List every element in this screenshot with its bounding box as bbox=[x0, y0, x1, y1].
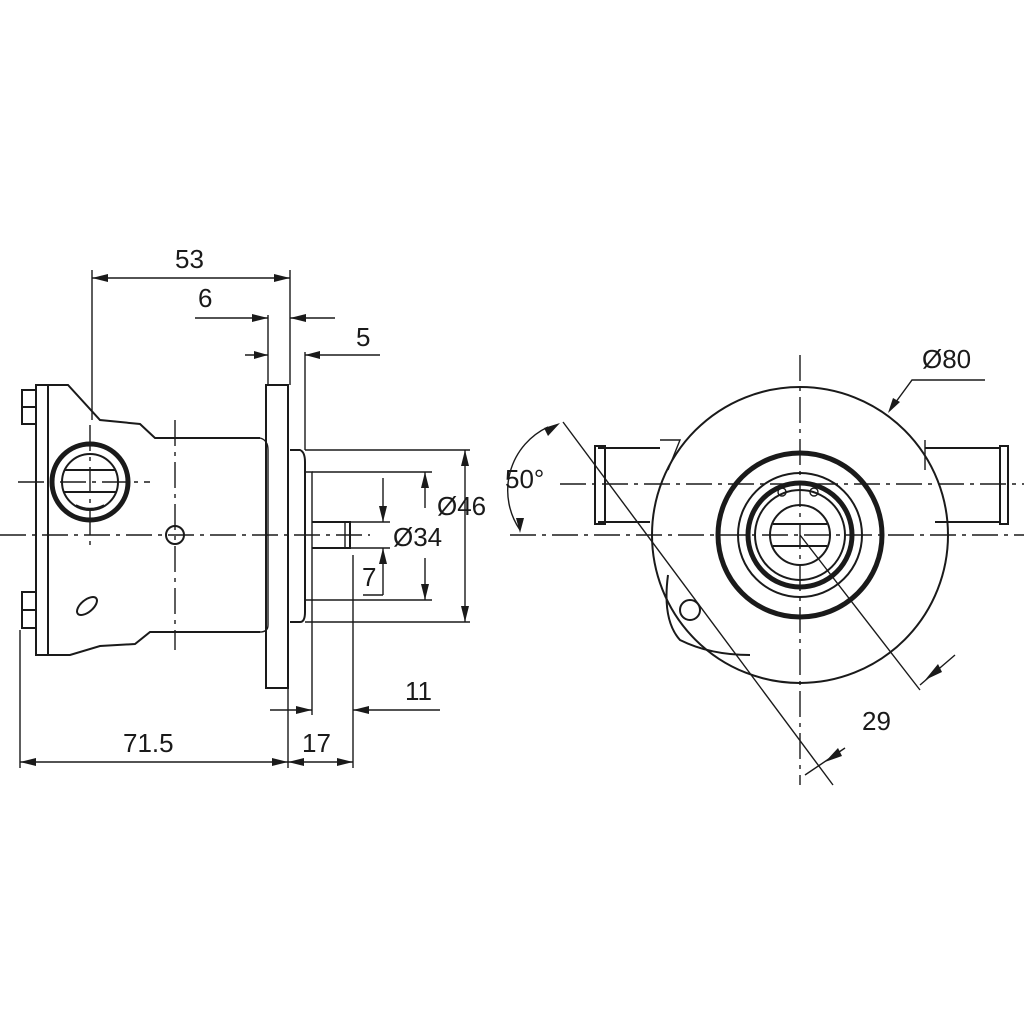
rear-plate bbox=[35, 384, 49, 656]
dim-angle-50: 50° bbox=[505, 464, 544, 494]
bolt-head-top bbox=[21, 389, 37, 425]
mounting-slot bbox=[76, 596, 98, 616]
housing-outline-top bbox=[48, 384, 260, 439]
dim-7: 7 bbox=[362, 562, 376, 592]
dim-29: 29 bbox=[862, 706, 891, 736]
front-view: 50° 29 Ø80 bbox=[505, 344, 1024, 786]
housing-outline-bottom bbox=[48, 631, 260, 656]
mounting-ear bbox=[665, 574, 751, 656]
mounting-ear-hole bbox=[679, 599, 701, 621]
hose-spigot-left bbox=[594, 445, 660, 525]
angle-reference-line bbox=[562, 421, 834, 786]
mounting-flange bbox=[265, 384, 289, 689]
dim-diameter-34: Ø34 bbox=[393, 522, 442, 552]
side-view: 53 6 5 Ø46 Ø34 bbox=[0, 244, 486, 768]
dim-5: 5 bbox=[356, 322, 370, 352]
dim-6: 6 bbox=[198, 283, 212, 313]
dim-17: 17 bbox=[302, 728, 331, 758]
bolt-head-bottom bbox=[21, 591, 37, 629]
dim-diameter-80: Ø80 bbox=[922, 344, 971, 374]
dim-diameter-46: Ø46 bbox=[437, 491, 486, 521]
dim-71-5: 71.5 bbox=[123, 728, 174, 758]
bearing-boss bbox=[290, 449, 306, 623]
hose-spigot-right bbox=[925, 445, 1009, 525]
dim-53: 53 bbox=[175, 244, 204, 274]
dim-11: 11 bbox=[405, 676, 432, 706]
